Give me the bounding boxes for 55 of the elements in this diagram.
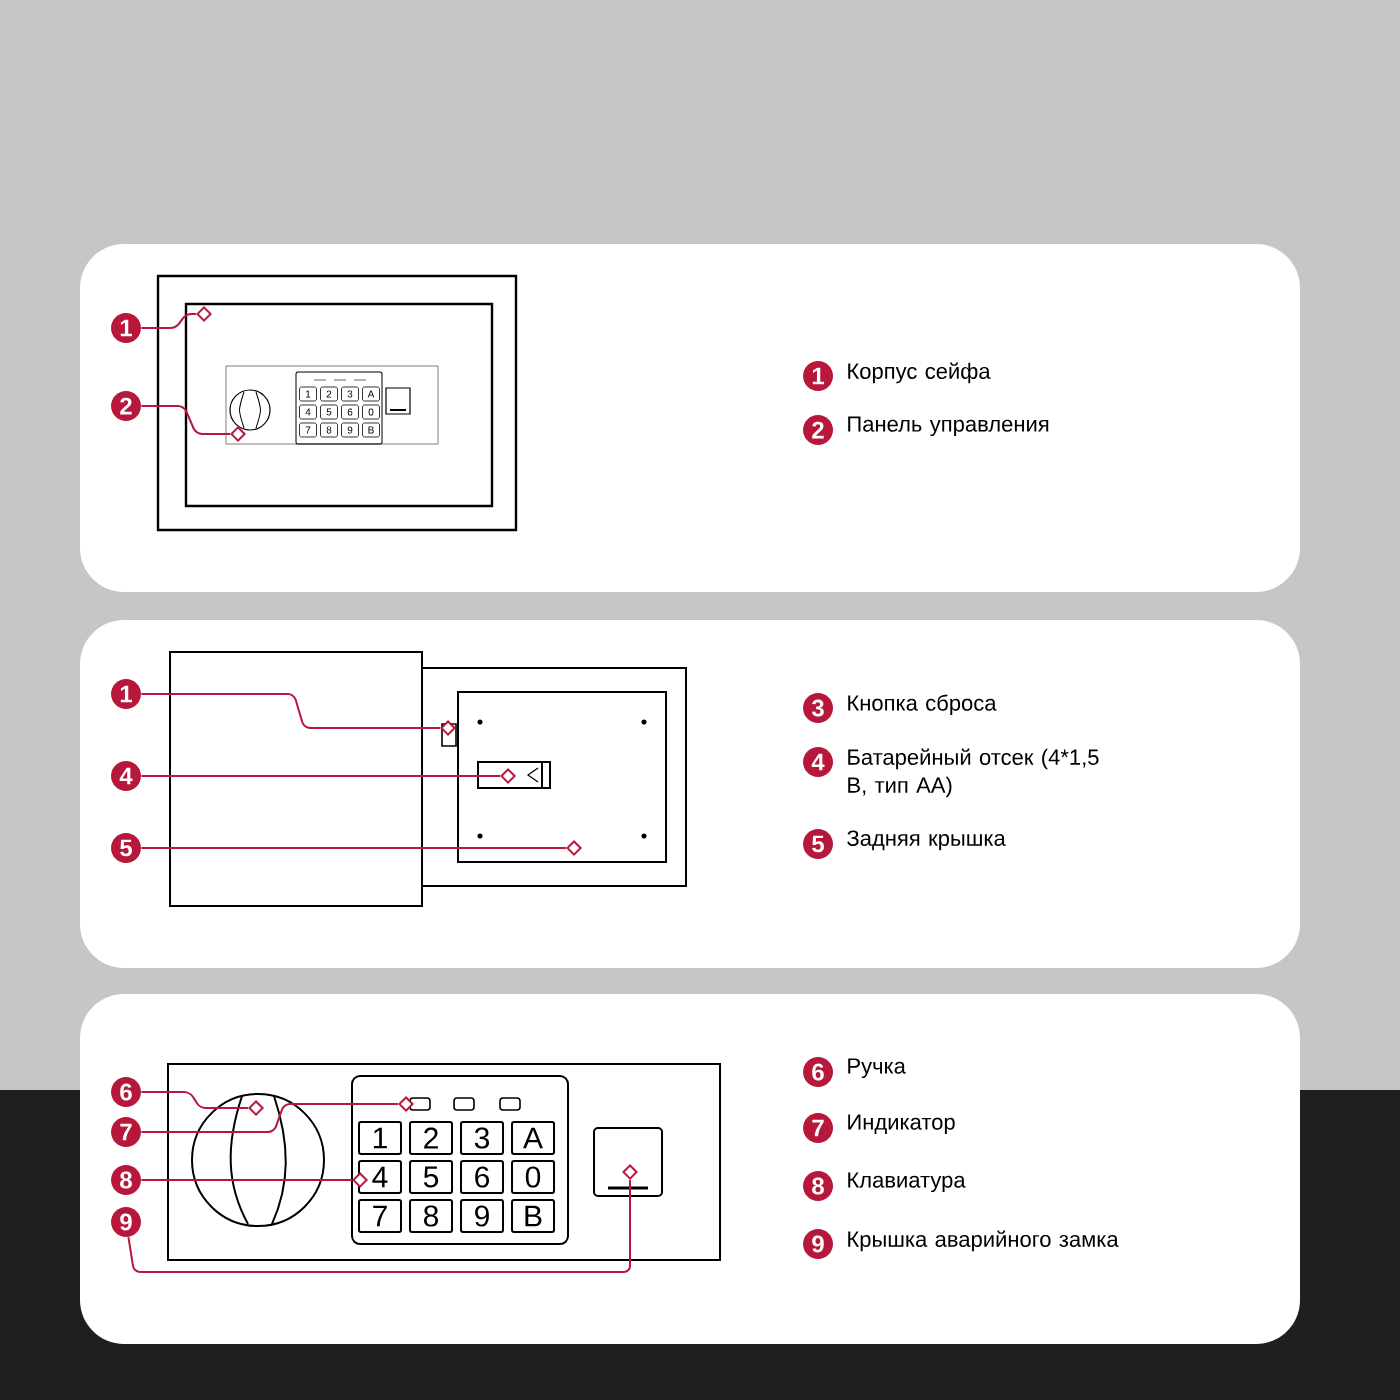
legend-text: Корпус сейфа [848,362,991,384]
callout-number: 6 [111,1077,141,1107]
legend-number: 1 [803,361,833,391]
legend-number: 3 [803,693,833,723]
leader-line [140,405,231,435]
legend-number: 9 [803,1229,833,1259]
legend-text: Кнопка сброса [848,694,997,716]
pointer-marker [230,426,246,442]
legend-text: Клавиатура [848,1172,966,1193]
keypad-key: 0 [511,1160,555,1194]
legend-text: Задняя крышка [847,830,1006,851]
pointer-marker [352,1172,368,1188]
pointer-marker [622,1164,638,1180]
legend-text: Крышка аварийного замка [848,1230,1119,1252]
callout-number: 1 [111,679,141,709]
legend-number: 6 [803,1057,833,1087]
pointer-marker [566,840,582,856]
keypad-key: 2 [409,1121,453,1155]
keypad-key: 1 [358,1121,402,1155]
callout-number: 1 [111,313,141,343]
legend-number: 2 [803,415,833,445]
pointer-marker [248,1100,264,1116]
keypad-key: A [511,1121,555,1155]
keypad-key: 6 [460,1160,504,1194]
legend-number: 7 [803,1113,833,1143]
keypad-key: 8 [409,1199,453,1233]
callout-number: 7 [111,1117,141,1147]
pointer-marker [196,306,212,322]
legend-number: 8 [803,1171,833,1201]
callout-number: 5 [111,833,141,863]
leader-line [140,1179,353,1181]
pointer-marker [500,768,516,784]
keypad-key: 9 [460,1199,504,1233]
pointer-marker [398,1096,414,1112]
legend-number: 5 [803,829,833,859]
keypad-key: 4 [358,1160,402,1194]
callout-number: 2 [111,391,141,421]
legend-text: Индикатор [848,1114,955,1135]
keypad-key: 3 [460,1121,504,1155]
leader-line [140,775,501,777]
legend-text: Ручка [848,1058,906,1079]
pointer-marker [440,720,456,736]
legend-text: Батарейный отсек (4*1,5 В, тип АА) [848,748,1099,798]
keypad-key: 7 [358,1199,402,1233]
legend-number: 4 [803,747,833,777]
callout-number: 9 [111,1207,141,1237]
leader-line [140,1091,249,1109]
leader-line [127,1179,631,1273]
callout-number: 8 [111,1165,141,1195]
keypad-key: 5 [409,1160,453,1194]
leader-line [140,847,567,849]
legend-text: Панель управления [848,416,1049,437]
leader-line [140,693,441,729]
keypad-key: B [511,1199,555,1233]
callout-number: 4 [111,761,141,791]
